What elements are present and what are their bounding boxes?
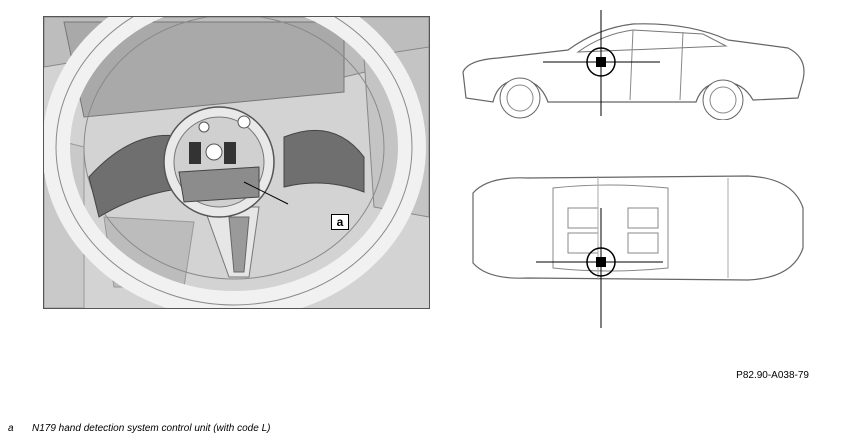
figure-legend: a N179 hand detection system control unit… [8,423,270,434]
car-side-drawing [462,10,805,121]
legend-key: a [8,423,14,434]
car-top-drawing [472,175,804,328]
steering-wheel-drawing [44,17,429,308]
legend-text: N179 hand detection system control unit … [32,423,271,434]
car-top-view [458,168,810,328]
car-side-view [458,10,810,121]
callout-label-a: a [331,214,349,230]
figure-reference-code: P82.90-A038-79 [736,370,809,381]
steering-wheel-illustration: a [43,16,430,309]
